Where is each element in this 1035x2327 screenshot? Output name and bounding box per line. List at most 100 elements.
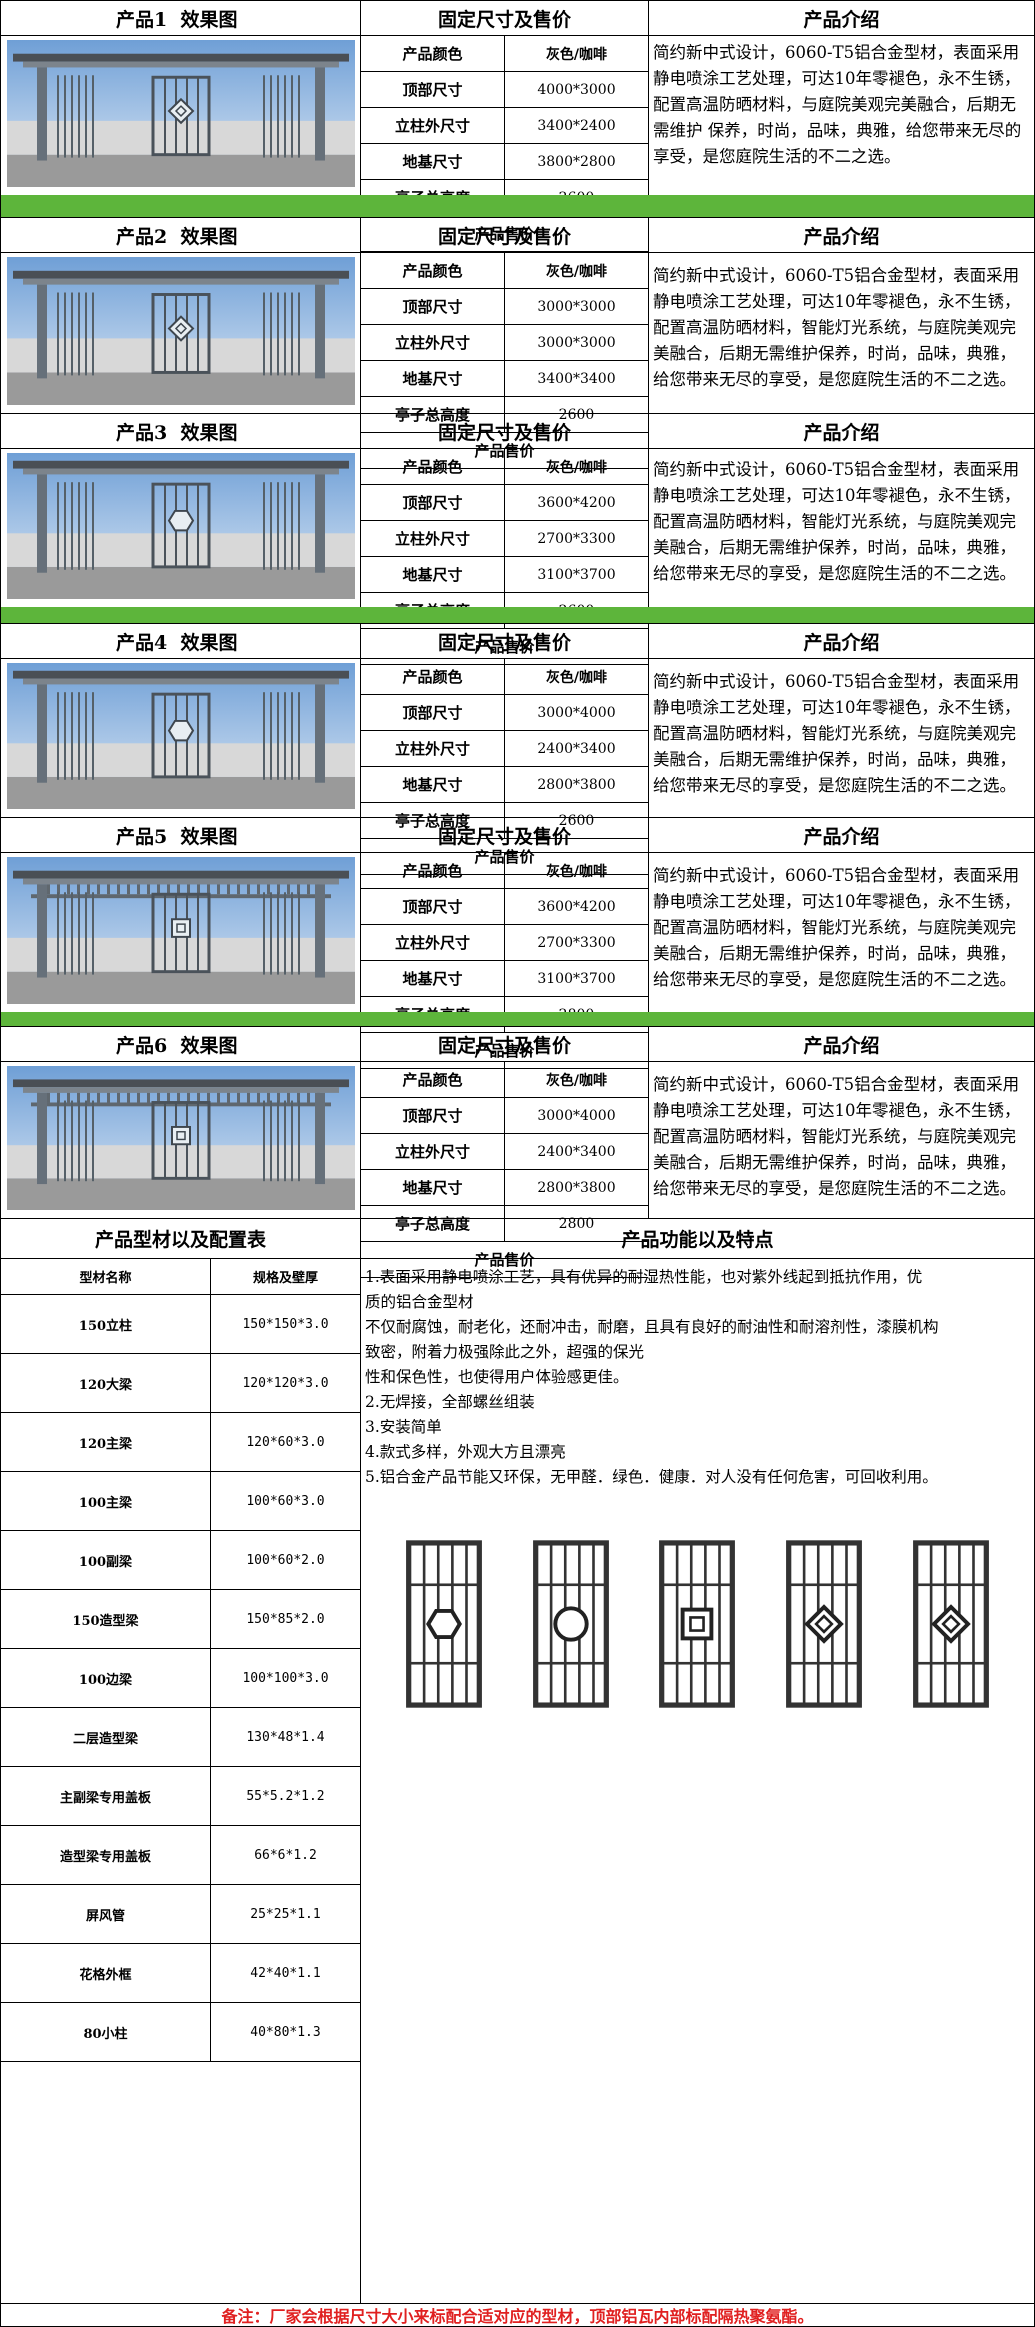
spec-key: 顶部尺寸 xyxy=(361,695,505,730)
spec-value: 3000*4000 xyxy=(537,1107,616,1124)
spec-key: 顶部尺寸 xyxy=(361,1098,505,1133)
product-name: 产品1 xyxy=(116,8,168,31)
price-label: 产品售价 xyxy=(474,1251,535,1269)
effect-column: 产品2 效果图 xyxy=(1,217,361,413)
feature-line: 4.款式多样，外观大方且漂亮 xyxy=(365,1443,566,1461)
effect-label: 效果图 xyxy=(180,8,238,31)
product-description: 简约新中式设计，6060-T5铝合金型材，表面采用静电喷涂工艺处理，可达10年零… xyxy=(653,266,1021,389)
feature-line: 5.铝合金产品节能又环保，无甲醛．绿色．健康．对人没有任何危害，可回收利用。 xyxy=(365,1468,938,1486)
intro-column: 产品介绍 简约新中式设计，6060-T5铝合金型材，表面采用静电喷涂工艺处理，可… xyxy=(649,0,1034,195)
features-list: 1.表面采用静电喷涂工艺，具有优异的耐湿热性能，也对紫外线起到抵抗作用，优质的铝… xyxy=(361,1259,1034,1490)
spec-row-color: 产品颜色灰色/咖啡 xyxy=(361,853,648,889)
spec-value: 2800*3800 xyxy=(537,1179,616,1196)
material-name: 80小柱 xyxy=(1,2003,211,2061)
spec-value: 灰色/咖啡 xyxy=(545,1072,608,1089)
spec-key: 顶部尺寸 xyxy=(361,889,505,924)
screen-panel-image xyxy=(528,1539,614,1709)
intro-column: 产品介绍 简约新中式设计，6060-T5铝合金型材，表面采用静电喷涂工艺处理，可… xyxy=(649,217,1034,413)
product-name: 产品6 xyxy=(116,1034,168,1057)
pavilion-render-image xyxy=(7,257,355,405)
size-price-header: 固定尺寸及售价 xyxy=(361,623,648,659)
effect-column: 产品5 效果图 xyxy=(1,817,361,1012)
intro-column: 产品介绍 简约新中式设计，6060-T5铝合金型材，表面采用静电喷涂工艺处理，可… xyxy=(649,413,1034,607)
features-section: 产品功能以及特点 1.表面采用静电喷涂工艺，具有优异的耐湿热性能，也对紫外线起到… xyxy=(361,1219,1034,2304)
feature-line: 3.安装简单 xyxy=(365,1418,442,1436)
product-description: 简约新中式设计，6060-T5铝合金型材，表面采用静电喷涂工艺处理，可达10年零… xyxy=(653,43,1022,166)
effect-header: 产品6 效果图 xyxy=(1,1026,360,1062)
spec-key: 产品颜色 xyxy=(361,1062,505,1097)
spec-key: 地基尺寸 xyxy=(361,767,505,802)
intro-header: 产品介绍 xyxy=(649,817,1034,853)
intro-header: 产品介绍 xyxy=(649,623,1034,659)
size-price-header: 固定尺寸及售价 xyxy=(361,817,648,853)
spec-row-color: 产品颜色灰色/咖啡 xyxy=(361,253,648,289)
material-name: 120大梁 xyxy=(1,1354,211,1412)
material-spec: 25*25*1.1 xyxy=(250,1906,321,1922)
spec-key: 地基尺寸 xyxy=(361,961,505,996)
product-name: 产品4 xyxy=(116,631,168,654)
effect-label: 效果图 xyxy=(180,225,238,248)
intro-column: 产品介绍 简约新中式设计，6060-T5铝合金型材，表面采用静电喷涂工艺处理，可… xyxy=(649,623,1034,817)
footer-note: 备注：厂家会根据尺寸大小来标配合适对应的型材，顶部铝瓦内部标配隔热聚氨酯。 xyxy=(0,2303,1035,2327)
spec-key: 立柱外尺寸 xyxy=(361,925,505,960)
effect-column: 产品6 效果图 xyxy=(1,1026,361,1218)
col-spec-header: 规格及壁厚 xyxy=(252,1271,318,1286)
price-label: 产品售价 xyxy=(474,225,535,243)
spec-value: 灰色/咖啡 xyxy=(545,46,608,63)
spec-key: 亭子总高度 xyxy=(361,397,505,432)
intro-column: 产品介绍 简约新中式设计，6060-T5铝合金型材，表面采用静电喷涂工艺处理，可… xyxy=(649,817,1034,1012)
spec-row-base: 地基尺寸 2800*3800 xyxy=(361,1170,648,1206)
feature-line: 致密，附着力极强除此之外，超强的保光 xyxy=(365,1343,645,1361)
material-name: 150立柱 xyxy=(1,1295,211,1353)
material-spec: 42*40*1.1 xyxy=(250,1965,321,1981)
product-description: 简约新中式设计，6060-T5铝合金型材，表面采用静电喷涂工艺处理，可达10年零… xyxy=(653,866,1021,989)
spec-value: 3600*4200 xyxy=(537,494,616,511)
product-description: 简约新中式设计，6060-T5铝合金型材，表面采用静电喷涂工艺处理，可达10年零… xyxy=(653,672,1021,795)
screen-panel-image xyxy=(781,1539,867,1709)
material-name: 150造型梁 xyxy=(1,1590,211,1648)
feature-line: 质的铝合金型材 xyxy=(365,1293,474,1311)
spec-key: 地基尺寸 xyxy=(361,1170,505,1205)
spec-value: 3100*3700 xyxy=(537,970,616,987)
feature-line: 2.无焊接，全部螺丝组装 xyxy=(365,1393,535,1411)
materials-header-row: 型材名称 规格及壁厚 xyxy=(1,1259,360,1295)
col-name-header: 型材名称 xyxy=(1,1259,211,1294)
spec-value: 灰色/咖啡 xyxy=(545,263,608,280)
effect-label: 效果图 xyxy=(180,825,238,848)
spec-key: 亭子总高度 xyxy=(361,803,505,838)
green-separator xyxy=(0,1012,1035,1026)
material-spec: 120*120*3.0 xyxy=(242,1375,329,1391)
screen-panel-image xyxy=(401,1539,487,1709)
size-price-header: 固定尺寸及售价 xyxy=(361,1026,648,1062)
size-price-header: 固定尺寸及售价 xyxy=(361,413,648,449)
feature-line: 性和保色性，也使得用户体验感更佳。 xyxy=(365,1368,629,1386)
intro-header: 产品介绍 xyxy=(649,1026,1034,1062)
spec-value: 3400*3400 xyxy=(537,370,616,387)
spec-value: 3600*4200 xyxy=(537,898,616,915)
